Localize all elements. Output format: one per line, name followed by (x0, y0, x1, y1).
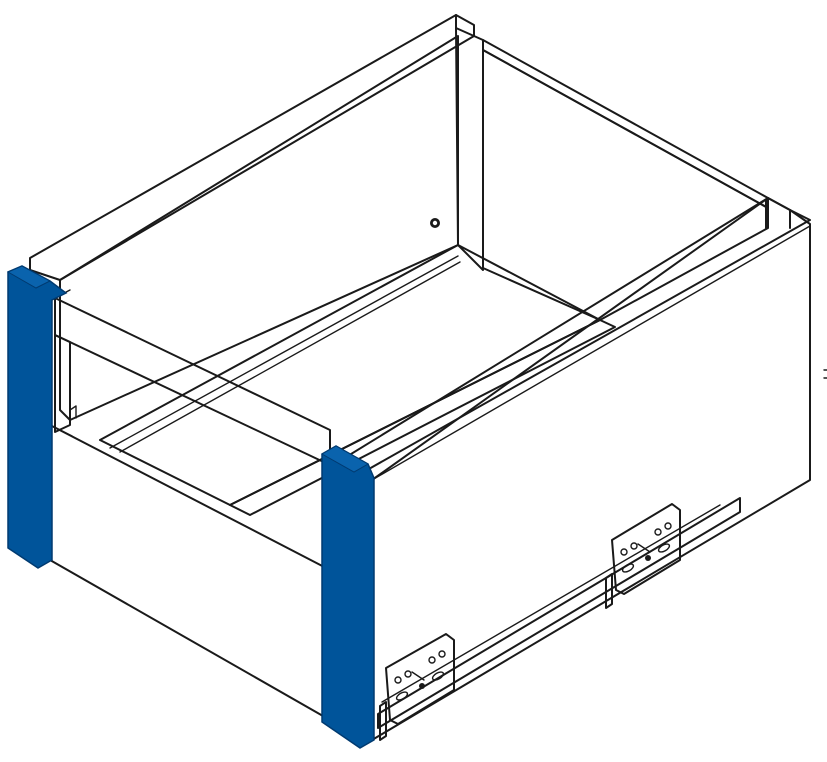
left-side-panel (29, 14, 475, 421)
left-blue-profile (6, 265, 68, 569)
back-panel (455, 27, 769, 321)
front-panel-insert (49, 424, 331, 721)
runner-bracket-rear (605, 503, 681, 609)
right-side-panel (337, 197, 811, 741)
bottom-panel (99, 244, 616, 516)
runner-bracket-front (379, 633, 455, 741)
right-blue-profile (320, 445, 375, 749)
front-gallery-rail (54, 289, 331, 466)
left-inner-edge (54, 334, 77, 433)
